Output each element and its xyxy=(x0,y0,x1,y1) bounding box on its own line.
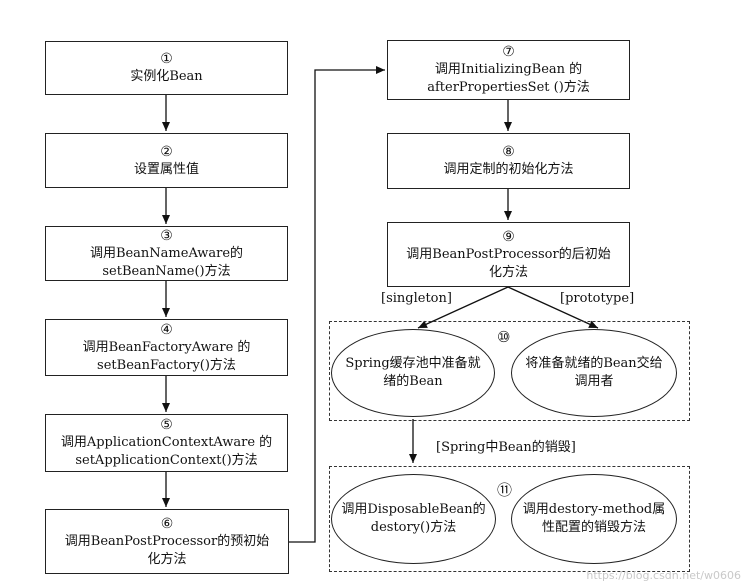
step-8-text: 调用定制的初始化方法 xyxy=(443,162,574,177)
step-3-box: ③ 调用BeanNameAware的 setBeanName()方法 xyxy=(45,226,288,281)
step-7-number: ⑦ xyxy=(502,44,515,60)
step-8-box: ⑧ 调用定制的初始化方法 xyxy=(387,133,630,189)
group-11 xyxy=(329,466,690,572)
step-4-number: ④ xyxy=(160,321,173,338)
step-5-box: ⑤ 调用ApplicationContextAware 的 setApplica… xyxy=(45,414,288,472)
destroy-method-ellipse: 调用destory-method属 性配置的销毁方法 xyxy=(511,474,677,564)
step-8-number: ⑧ xyxy=(502,144,515,160)
singleton-label: [singleton] xyxy=(381,291,452,306)
step-6-box: ⑥ 调用BeanPostProcessor的预初始 化方法 xyxy=(45,509,289,574)
group-11-number: ⑪ xyxy=(497,481,513,499)
cache-pool-ellipse: Spring缓存池中准备就 绪的Bean xyxy=(331,329,495,417)
step-1-box: ① 实例化Bean xyxy=(45,41,288,95)
step-6-text: 调用BeanPostProcessor的预初始 化方法 xyxy=(64,533,270,567)
step-9-text: 调用BeanPostProcessor的后初始 化方法 xyxy=(406,246,611,280)
destroy-label: [Spring中Bean的销毁] xyxy=(436,440,576,455)
handover-ellipse: 将准备就绪的Bean交给 调用者 xyxy=(511,329,677,417)
step-9-number: ⑨ xyxy=(502,228,515,245)
step-1-number: ① xyxy=(160,51,173,67)
step-6-number: ⑥ xyxy=(160,515,174,532)
step-5-number: ⑤ xyxy=(160,417,173,433)
step-2-number: ② xyxy=(160,143,173,160)
group-10 xyxy=(329,321,690,421)
disposable-bean-ellipse: 调用DisposableBean的 destory()方法 xyxy=(331,474,496,564)
step-4-box: ④ 调用BeanFactoryAware 的 setBeanFactory()方… xyxy=(45,319,288,376)
group-10-number: ⑩ xyxy=(497,328,511,346)
step-7-box: ⑦ 调用InitializingBean 的 afterPropertiesSe… xyxy=(387,40,630,100)
step-2-text: 设置属性值 xyxy=(133,161,199,177)
step-3-text: 调用BeanNameAware的 setBeanName()方法 xyxy=(89,245,244,279)
step-7-text: 调用InitializingBean 的 afterPropertiesSet … xyxy=(427,62,590,95)
step-9-box: ⑨ 调用BeanPostProcessor的后初始 化方法 xyxy=(387,222,630,287)
step-4-text: 调用BeanFactoryAware 的 setBeanFactory()方法 xyxy=(82,339,251,373)
step-2-box: ② 设置属性值 xyxy=(45,133,288,188)
watermark: https://blog.csdn.net/w0606 xyxy=(586,569,741,582)
step-3-number: ③ xyxy=(160,227,173,244)
step-1-text: 实例化Bean xyxy=(130,69,203,84)
step-5-text: 调用ApplicationContextAware 的 setApplicati… xyxy=(60,435,273,468)
arrow-6-7 xyxy=(289,66,385,543)
prototype-label: [prototype] xyxy=(560,291,635,306)
